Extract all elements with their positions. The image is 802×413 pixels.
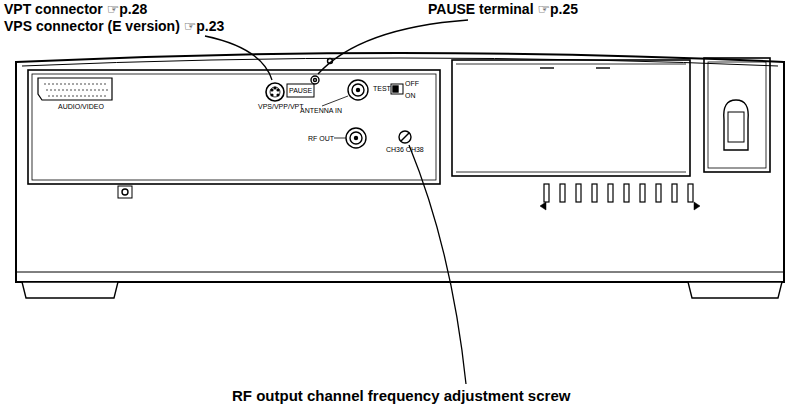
panel-label: OFF <box>405 80 419 88</box>
panel-label: TEST <box>373 85 391 93</box>
callout-text: RF output channel frequency adjustment s… <box>232 388 570 405</box>
callout-text: VPS connector (E version) ☞p.23 <box>4 19 224 34</box>
panel-label: ON <box>405 92 416 100</box>
panel-label: VPS/VPP/VPT <box>258 103 304 111</box>
panel-label: PAUSE <box>289 87 312 95</box>
callout-text: VPT connector ☞p.28 <box>4 2 147 17</box>
panel-label: AUDIO/VIDEO <box>58 103 104 111</box>
panel-label: ANTENNA IN <box>300 107 342 115</box>
panel-label: RF OUT <box>308 135 334 143</box>
panel-label: CH36 CH38 <box>386 146 424 154</box>
callout-text: PAUSE terminal ☞p.25 <box>428 2 578 17</box>
